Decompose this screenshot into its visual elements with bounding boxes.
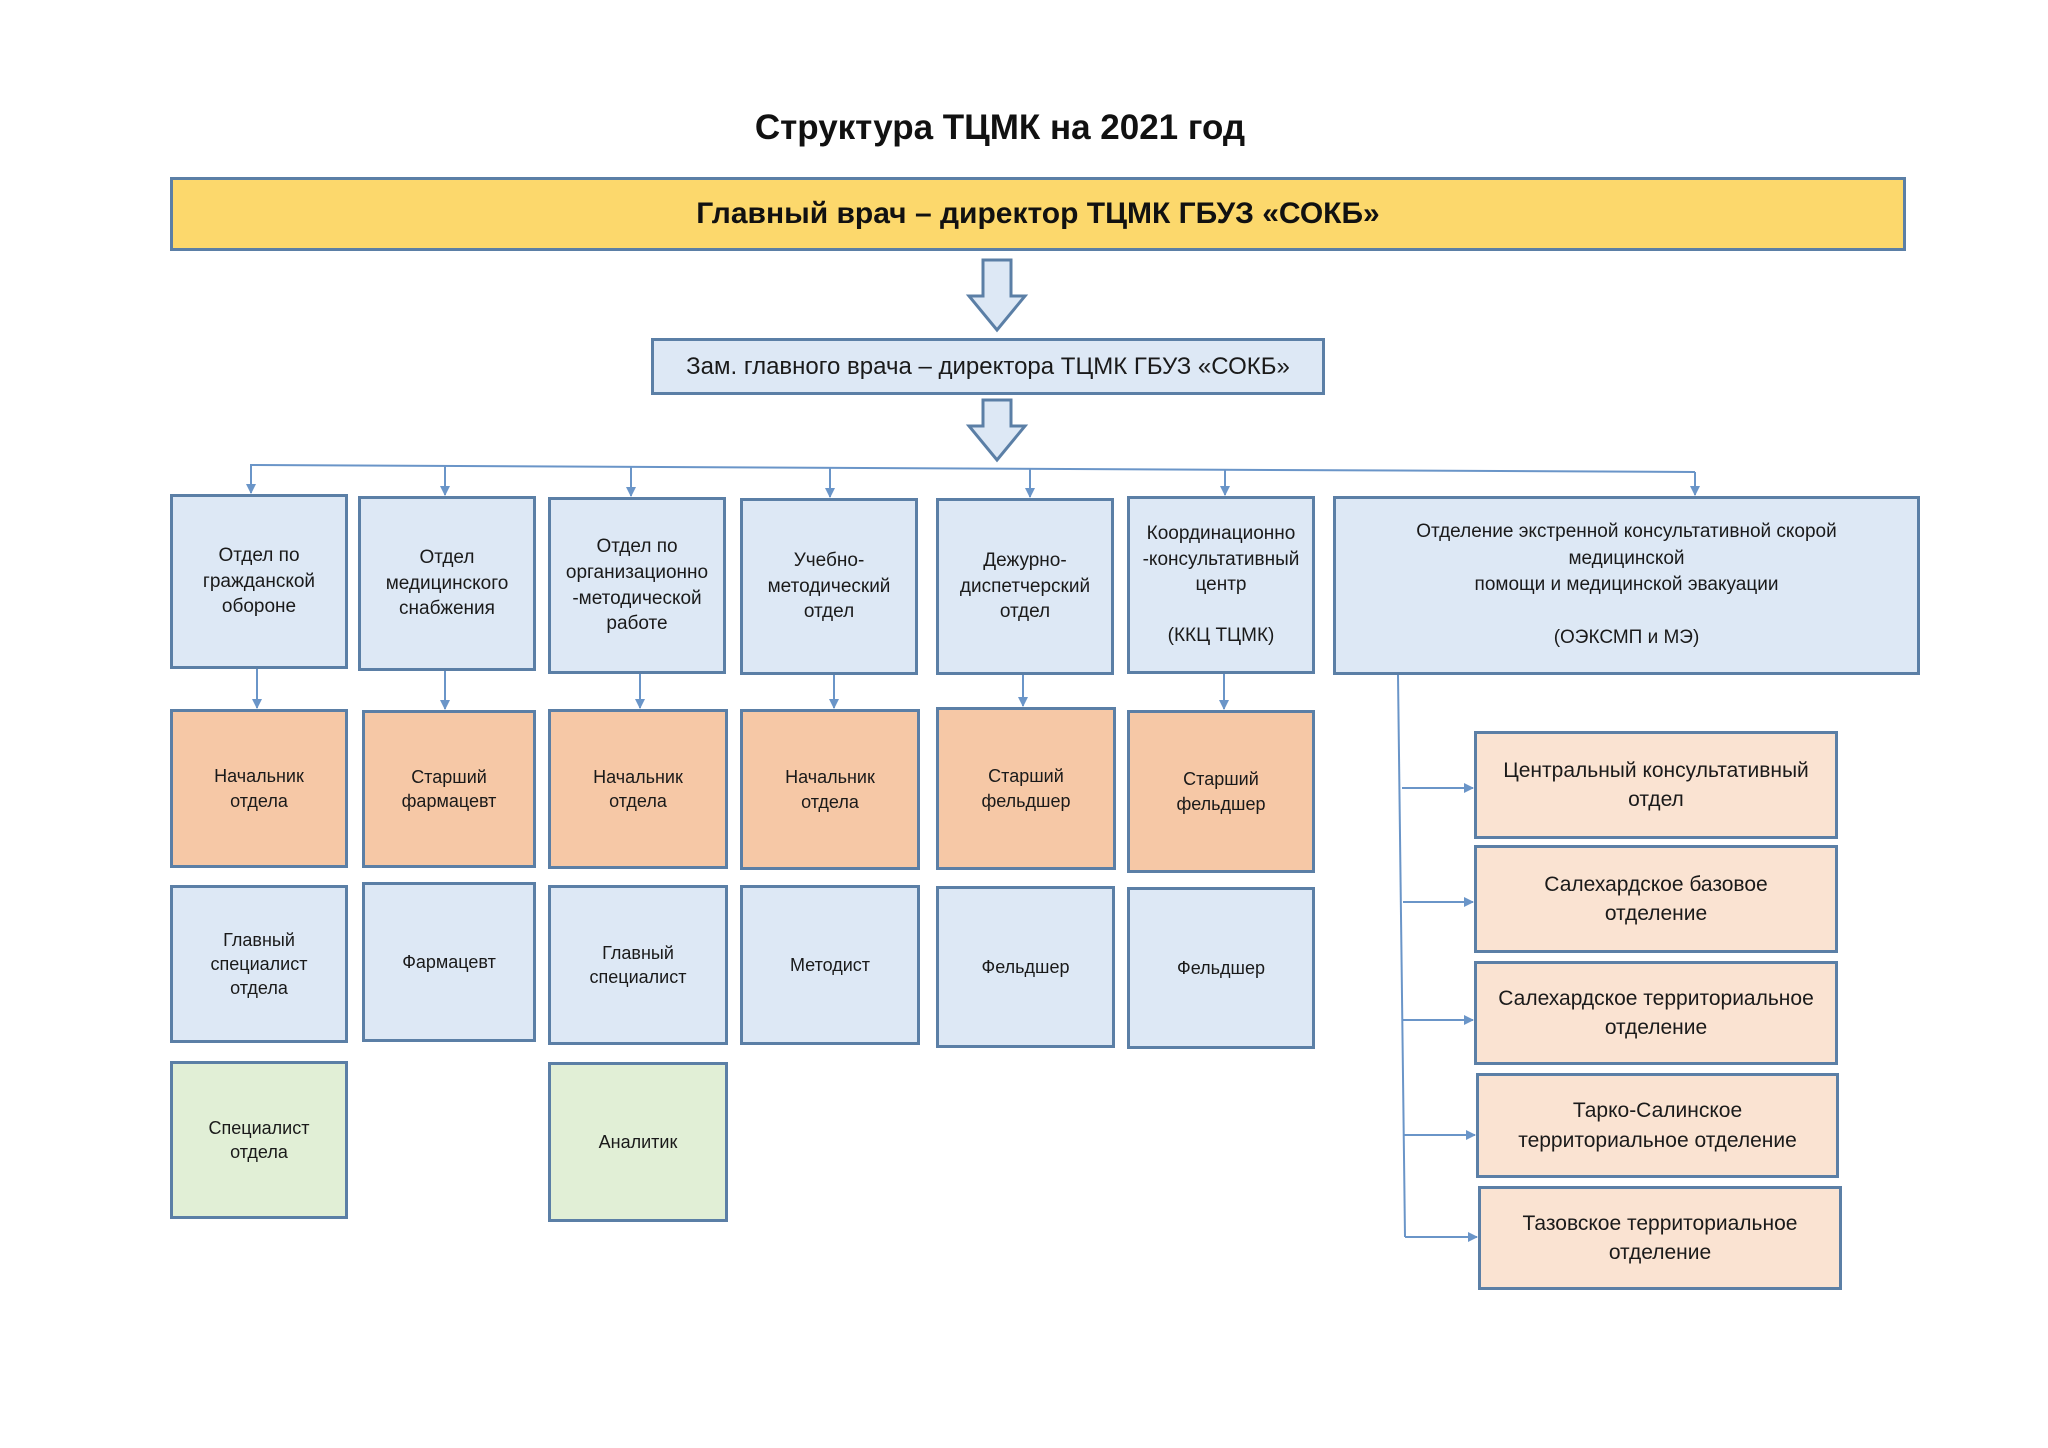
down-arrow-icon — [965, 258, 1029, 333]
role-label: Фармацевт — [402, 951, 496, 972]
role-label: Фельдшер — [1177, 957, 1265, 978]
emergency-spine-line — [1397, 674, 1406, 1238]
role-box: Старший фельдшер — [1127, 710, 1315, 873]
department-box: Дежурно- диспетчерский отдел — [936, 498, 1114, 675]
department-label: Дежурно- диспетчерский отдел — [959, 550, 1091, 623]
role-label: Старший фельдшер — [1176, 769, 1266, 814]
page-title: Структура ТЦМК на 2021 год — [754, 108, 1246, 147]
deputy-box: Зам. главного врача – директора ТЦМК ГБУ… — [651, 338, 1325, 395]
sub-unit-box: Салехардское базовое отделение — [1474, 845, 1838, 953]
department-label: Учебно- методический отдел — [767, 550, 891, 623]
role-box: Главный специалист — [548, 885, 728, 1045]
sub-unit-label: Салехардское территориальное отделение — [1498, 986, 1814, 1039]
sub-unit-label: Тазовское территориальное отделение — [1522, 1211, 1798, 1264]
department-label: Отдел медицинского снабжения — [385, 547, 509, 620]
role-box: Аналитик — [548, 1062, 728, 1222]
role-box: Фельдшер — [1127, 887, 1315, 1049]
department-label: Отдел по гражданской обороне — [202, 545, 316, 618]
role-label: Старший фармацевт — [401, 766, 497, 811]
head-label: Главный врач – директор ТЦМК ГБУЗ «СОКБ» — [696, 197, 1380, 230]
department-box: Отдел по организационно -методической ра… — [548, 497, 726, 674]
distribution-line — [249, 464, 1696, 473]
role-box: Главный специалист отдела — [170, 885, 348, 1043]
role-box: Специалист отдела — [170, 1061, 348, 1219]
sub-unit-label: Салехардское базовое отделение — [1544, 872, 1768, 925]
department-label: Отдел по организационно -методической ра… — [565, 536, 709, 635]
deputy-label: Зам. главного врача – директора ТЦМК ГБУ… — [686, 352, 1290, 380]
sub-unit-box: Салехардское территориальное отделение — [1474, 961, 1838, 1065]
role-box: Начальник отдела — [548, 709, 728, 869]
role-box: Старший фармацевт — [362, 710, 536, 868]
role-label: Методист — [789, 954, 871, 975]
department-label: Координационно -консультативный центр (К… — [1142, 522, 1300, 647]
down-arrow-icon — [965, 398, 1029, 463]
department-label: Отделение экстренной консультативной ско… — [1416, 521, 1837, 649]
sub-unit-box: Тазовское территориальное отделение — [1478, 1186, 1842, 1290]
role-box: Фельдшер — [936, 886, 1115, 1048]
department-box: Координационно -консультативный центр (К… — [1127, 496, 1315, 674]
head-box: Главный врач – директор ТЦМК ГБУЗ «СОКБ» — [170, 177, 1906, 251]
emergency-department-box: Отделение экстренной консультативной ско… — [1333, 496, 1920, 675]
role-label: Фельдшер — [981, 956, 1070, 977]
role-label: Аналитик — [598, 1131, 678, 1152]
role-box: Фармацевт — [362, 882, 536, 1042]
sub-unit-label: Центральный консультативный отдел — [1503, 758, 1809, 811]
role-box: Старший фельдшер — [936, 707, 1116, 870]
role-box: Начальник отдела — [740, 709, 920, 870]
role-label: Специалист отдела — [208, 1117, 310, 1162]
role-label: Старший фельдшер — [981, 766, 1071, 811]
role-label: Начальник отдела — [214, 766, 304, 811]
department-box: Учебно- методический отдел — [740, 498, 918, 675]
role-box: Начальник отдела — [170, 709, 348, 868]
sub-unit-box: Тарко-Салинское территориальное отделени… — [1476, 1073, 1839, 1178]
role-label: Главный специалист — [589, 942, 687, 987]
role-box: Методист — [740, 885, 920, 1045]
role-label: Начальник отдела — [593, 766, 683, 811]
role-label: Начальник отдела — [785, 767, 875, 812]
role-label: Главный специалист отдела — [210, 929, 308, 999]
sub-unit-label: Тарко-Салинское территориальное отделени… — [1518, 1099, 1797, 1152]
department-box: Отдел медицинского снабжения — [358, 496, 536, 671]
department-box: Отдел по гражданской обороне — [170, 494, 348, 669]
sub-unit-box: Центральный консультативный отдел — [1474, 731, 1838, 839]
